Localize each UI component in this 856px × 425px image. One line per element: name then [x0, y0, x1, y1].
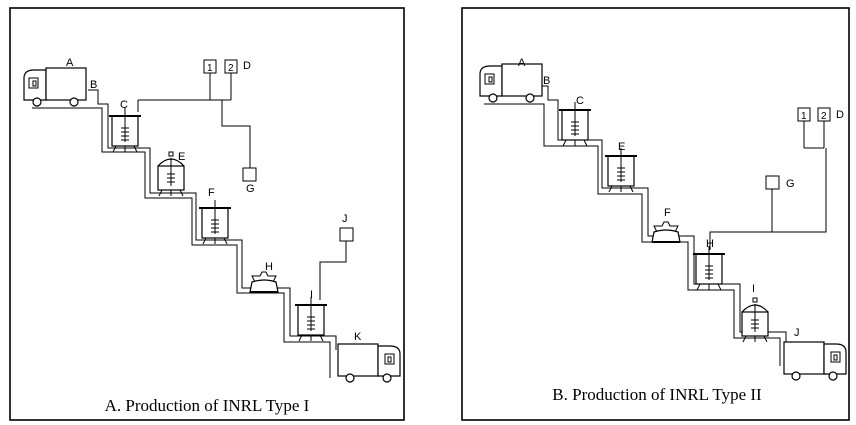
- panel-b-tank-c: [558, 101, 592, 147]
- panel-a-frame: [9, 7, 405, 421]
- panel-b-truck-j: [783, 341, 847, 381]
- panel-b-label-e: E: [618, 141, 625, 153]
- panel-a-j-line: [319, 241, 347, 300]
- panel-a-truck-k: [337, 343, 401, 383]
- panel-b-tank-h: [692, 245, 726, 291]
- panel-type-1: A B C E F H I K 1 2 D G J A.: [9, 7, 405, 421]
- panel-a-label-g: G: [246, 183, 255, 195]
- panel-a-truck-a: [23, 67, 87, 107]
- panel-b-separator-f: [651, 221, 681, 243]
- panel-b-tank-i: [741, 297, 769, 343]
- panel-a-box-2-label: 2: [228, 63, 234, 74]
- panel-b-label-c: C: [576, 95, 584, 107]
- panel-b-box-2-label: 2: [821, 111, 827, 122]
- panel-a-label-j: J: [342, 213, 348, 225]
- panel-a-label-e: E: [178, 151, 185, 163]
- panel-b-box-g: [765, 175, 780, 190]
- panel-a-box-j: [339, 227, 354, 242]
- panel-a-box-g: [242, 167, 257, 182]
- panel-b-caption: B. Production of INRL Type II: [552, 385, 762, 404]
- panel-a-label-b: B: [90, 79, 97, 91]
- panel-b-label-i: I: [752, 283, 755, 295]
- panel-a-label-d: D: [243, 60, 251, 72]
- panel-b-tank-e: [604, 147, 638, 193]
- panel-b-label-b: B: [543, 75, 550, 87]
- panel-b-label-j: J: [794, 327, 800, 339]
- panel-a-label-a: A: [66, 57, 74, 69]
- panel-a-label-k: K: [354, 331, 362, 343]
- panel-b-label-d: D: [836, 109, 844, 121]
- panel-a-tank-i: [294, 296, 328, 342]
- panel-a-label-c: C: [120, 99, 128, 111]
- panel-a-separator-h: [249, 271, 279, 293]
- panel-b-dosing-line: [709, 121, 827, 250]
- panel-a-box-1-label: 1: [207, 63, 213, 74]
- panel-a-tank-c: [108, 107, 142, 153]
- panel-b-frame: [461, 7, 850, 421]
- panel-b-label-a: A: [518, 57, 526, 69]
- panel-a-label-f: F: [208, 187, 215, 199]
- panel-b-truck-a: [479, 63, 543, 103]
- panel-a-label-h: H: [265, 261, 273, 273]
- panel-a-staircase: [32, 107, 331, 378]
- panel-b-flow-pipe: [538, 85, 787, 342]
- panel-type-2: A B C E F H I J 1 2 D G B. Production of…: [461, 7, 850, 421]
- panel-a-tank-f: [198, 199, 232, 245]
- panel-a-label-i: I: [310, 289, 313, 301]
- panel-a-caption: A. Production of INRL Type I: [105, 396, 310, 415]
- panel-a-dosing-line: [137, 73, 251, 168]
- panel-b-label-g: G: [786, 178, 795, 190]
- panel-b-staircase: [484, 103, 781, 366]
- panel-b-box-1-label: 1: [801, 111, 807, 122]
- panel-a-flow-pipe: [88, 89, 337, 350]
- panel-b-label-f: F: [664, 207, 671, 219]
